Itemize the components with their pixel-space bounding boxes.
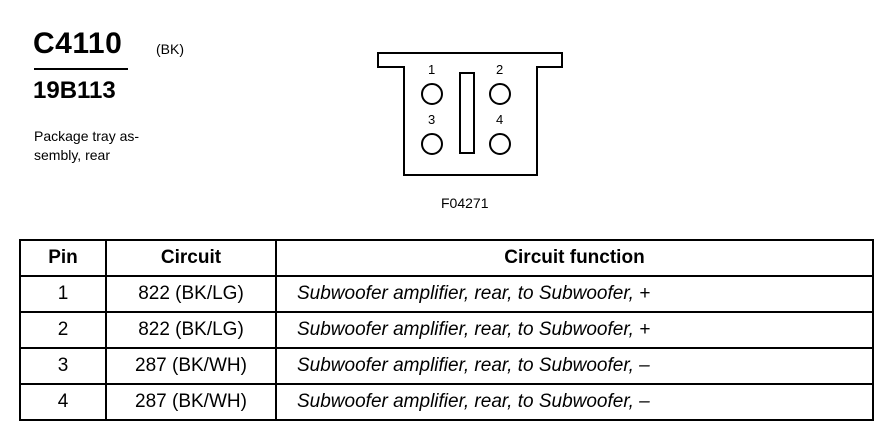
- connector-description: Package tray as- sembly, rear: [34, 128, 140, 163]
- table-row: 2 822 (BK/LG) Subwoofer amplifier, rear,…: [19, 311, 874, 349]
- circuit-cell: 287 (BK/WH): [105, 383, 277, 421]
- header-circuit-function: Circuit function: [275, 239, 874, 277]
- pin-cell: 4: [19, 383, 107, 421]
- part-number: 19B113: [33, 77, 116, 104]
- header-pin: Pin: [19, 239, 107, 277]
- pin-cell: 3: [19, 347, 107, 385]
- circuit-cell: 822 (BK/LG): [105, 275, 277, 313]
- function-cell: Subwoofer amplifier, rear, to Subwoofer,…: [275, 275, 874, 313]
- table-row: 3 287 (BK/WH) Subwoofer amplifier, rear,…: [19, 347, 874, 385]
- pin-label-2: 2: [496, 62, 503, 77]
- circuit-cell: 287 (BK/WH): [105, 347, 277, 385]
- pin-cell: 1: [19, 275, 107, 313]
- pin-hole-4: [489, 133, 511, 155]
- table-header-row: Pin Circuit Circuit function: [19, 239, 874, 277]
- function-cell: Subwoofer amplifier, rear, to Subwoofer,…: [275, 383, 874, 421]
- title-divider: [34, 68, 128, 70]
- connector-housing: [377, 52, 563, 176]
- pin-hole-1: [421, 83, 443, 105]
- function-cell: Subwoofer amplifier, rear, to Subwoofer,…: [275, 311, 874, 349]
- pin-cell: 2: [19, 311, 107, 349]
- pin-hole-3: [421, 133, 443, 155]
- pinout-table: Pin Circuit Circuit function 1 822 (BK/L…: [19, 239, 874, 421]
- function-text: Subwoofer amplifier, rear, to Subwoofer,…: [297, 283, 651, 304]
- table-row: 1 822 (BK/LG) Subwoofer amplifier, rear,…: [19, 275, 874, 313]
- function-text: Subwoofer amplifier, rear, to Subwoofer,…: [297, 319, 651, 340]
- connector-face-diagram: 1 2 3 4: [377, 52, 563, 176]
- pin-label-3: 3: [428, 112, 435, 127]
- pin-label-4: 4: [496, 112, 503, 127]
- function-cell: Subwoofer amplifier, rear, to Subwoofer,…: [275, 347, 874, 385]
- circuit-cell: 822 (BK/LG): [105, 311, 277, 349]
- figure-id: F04271: [441, 195, 489, 211]
- table-row: 4 287 (BK/WH) Subwoofer amplifier, rear,…: [19, 383, 874, 421]
- connector-color: (BK): [156, 41, 184, 57]
- function-text: Subwoofer amplifier, rear, to Subwoofer,…: [297, 355, 650, 376]
- pin-label-1: 1: [428, 62, 435, 77]
- pin-hole-2: [489, 83, 511, 105]
- function-text: Subwoofer amplifier, rear, to Subwoofer,…: [297, 391, 650, 412]
- connector-id: C4110: [33, 27, 123, 60]
- header-circuit: Circuit: [105, 239, 277, 277]
- center-key: [459, 72, 475, 154]
